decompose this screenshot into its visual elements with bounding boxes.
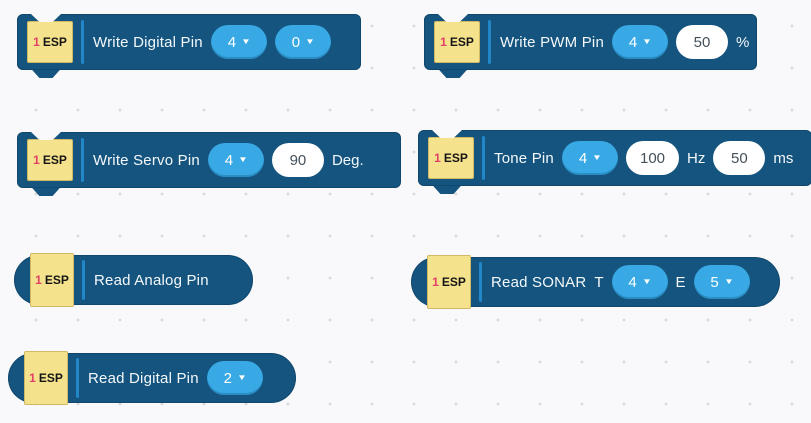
block-write-digital-pin[interactable]: 1 ESP Write Digital Pin 4 ▼ 0 ▼ [17,14,361,78]
dropdown-value: 4 [227,33,237,51]
block-write-pwm-pin[interactable]: 1 ESP Write PWM Pin 4 ▼ 50 % [424,14,757,78]
unit-label: Deg. [331,151,364,169]
tone-duration-field[interactable]: 50 [713,141,766,175]
unit-label: % [736,33,750,51]
statement-top-notch [438,14,468,22]
statement-top-notch [432,130,462,138]
statement-top-notch [31,132,61,140]
block-read-digital-pin[interactable]: 1 ESP Read Digital Pin 2 ▼ [8,351,296,405]
badge-number: 1 [432,275,439,289]
unit-label: Hz [687,149,706,167]
pin-dropdown[interactable]: 2 ▼ [206,361,263,395]
unit-label: ms [773,149,794,167]
block-label: Write PWM Pin [500,33,604,51]
esp-badge: 1 ESP [427,255,471,309]
block-write-servo-pin[interactable]: 1 ESP Write Servo Pin 4 ▼ 90 Deg. [17,132,401,196]
dropdown-value: 5 [710,273,719,291]
badge-label: ESP [42,153,67,167]
trigger-pin-dropdown[interactable]: 4 ▼ [611,265,668,299]
tone-frequency-field[interactable]: 100 [625,141,680,175]
badge-number: 1 [434,151,441,165]
caret-down-icon: ▼ [241,37,251,46]
esp-badge: 1 ESP [27,21,73,63]
badge-separator [76,358,79,398]
esp-badge: 1 ESP [24,351,68,405]
pin-dropdown[interactable]: 4 ▼ [612,25,668,59]
esp-badge: 1 ESP [434,21,480,63]
badge-label: ESP [441,275,466,289]
trigger-label: T [594,273,604,291]
badge-number: 1 [29,371,36,385]
echo-pin-dropdown[interactable]: 5 ▼ [693,265,750,299]
block-tone-pin[interactable]: 1 ESP Tone Pin 4 ▼ 100 Hz 50 ms [418,130,811,194]
statement-bottom-bump [32,188,60,196]
block-label: Read Digital Pin [88,369,199,387]
block-label: Write Servo Pin [93,151,200,169]
esp-badge: 1 ESP [30,253,74,307]
badge-label: ESP [44,273,69,287]
badge-separator [488,20,491,64]
echo-label: E [675,273,686,291]
badge-number: 1 [35,273,42,287]
pwm-value-field[interactable]: 50 [676,25,728,59]
badge-separator [81,138,84,182]
badge-number: 1 [33,35,40,49]
caret-down-icon: ▼ [642,37,653,46]
dropdown-value: 0 [291,33,301,51]
caret-down-icon: ▼ [238,155,249,164]
block-label: Write Digital Pin [93,33,203,51]
block-read-analog-pin[interactable]: 1 ESP Read Analog Pin [14,253,253,307]
badge-separator [482,136,485,180]
dropdown-value: 4 [224,151,234,169]
esp-badge: 1 ESP [428,137,474,179]
block-label: Read SONAR [491,273,587,291]
badge-label: ESP [42,35,67,49]
badge-separator [82,260,85,300]
badge-separator [81,20,84,64]
value-dropdown[interactable]: 0 ▼ [274,25,331,59]
dropdown-value: 4 [628,273,637,291]
badge-number: 1 [33,153,40,167]
statement-bottom-bump [32,70,60,78]
badge-label: ESP [443,151,468,165]
statement-bottom-bump [439,70,467,78]
block-label: Read Analog Pin [94,271,209,289]
caret-down-icon: ▼ [641,277,652,286]
pin-dropdown[interactable]: 4 ▼ [210,25,267,59]
caret-down-icon: ▼ [305,37,315,46]
badge-number: 1 [440,35,447,49]
servo-angle-field[interactable]: 90 [271,143,324,177]
caret-down-icon: ▼ [592,153,603,162]
caret-down-icon: ▼ [236,373,247,382]
esp-badge: 1 ESP [27,139,73,181]
pin-dropdown[interactable]: 4 ▼ [561,141,618,175]
block-label: Tone Pin [494,149,554,167]
pin-dropdown[interactable]: 4 ▼ [207,143,264,177]
statement-top-notch [31,14,61,22]
dropdown-value: 2 [223,369,232,387]
block-read-sonar[interactable]: 1 ESP Read SONAR T 4 ▼ E 5 ▼ [411,255,780,309]
caret-down-icon: ▼ [723,277,734,286]
dropdown-value: 4 [628,33,638,51]
statement-bottom-bump [433,186,461,194]
badge-label: ESP [38,371,63,385]
dropdown-value: 4 [578,149,588,167]
badge-separator [479,262,482,302]
badge-label: ESP [449,35,474,49]
